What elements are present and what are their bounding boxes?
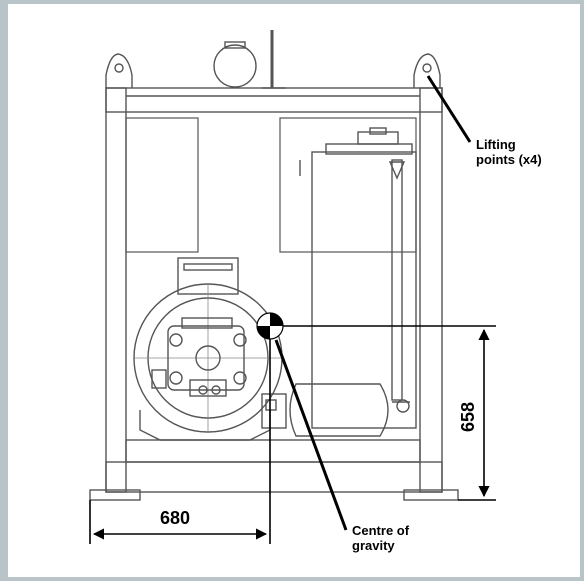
electric-motor: [133, 257, 283, 441]
right-post: [419, 87, 443, 493]
centre-of-gravity-label-line2: gravity: [352, 538, 395, 553]
base-beam: [125, 439, 421, 463]
leader-lifting-points: [426, 75, 472, 143]
dimension-width-label: 680: [160, 508, 190, 528]
top-components: [213, 30, 286, 89]
skid-frame: [89, 87, 459, 501]
lifting-lug-left: [105, 53, 133, 88]
lifting-lug-right: [413, 53, 441, 88]
base-skid: [105, 461, 443, 493]
frame-border-left: [0, 0, 8, 581]
hydraulic-tank: [299, 127, 417, 429]
frame-border-bottom: [0, 577, 584, 581]
centre-of-gravity-marker: [256, 312, 284, 340]
dimension-height-label: 658: [458, 402, 478, 432]
top-beam: [105, 87, 443, 113]
leader-centre-of-gravity: [274, 339, 348, 531]
frame-border-top: [0, 0, 584, 4]
dimension-lines: [89, 325, 496, 544]
lifting-lugs: [105, 53, 441, 88]
rear-panels: [125, 117, 417, 253]
lifting-points-label-line1: Lifting: [476, 137, 516, 152]
frame-border-right: [580, 0, 584, 581]
lifting-points-label-line2: points (x4): [476, 152, 542, 167]
centre-of-gravity-label-line1: Centre of: [352, 523, 410, 538]
sight-gauge: [391, 159, 403, 401]
gauge-dial: [213, 44, 257, 88]
left-post: [105, 87, 127, 493]
right-foot: [403, 489, 459, 501]
left-foot: [89, 489, 141, 501]
accumulator: [261, 383, 410, 437]
leader-lines: [274, 75, 472, 531]
